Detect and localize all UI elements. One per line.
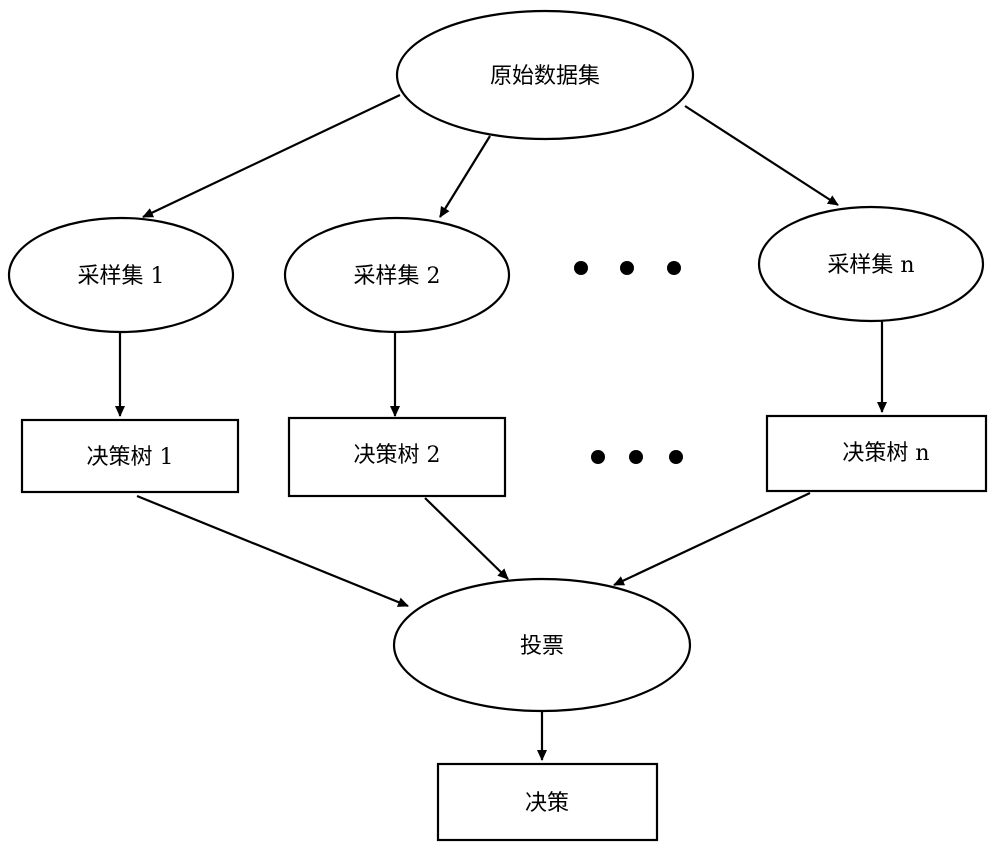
sample-ellipsis-dot <box>620 261 634 275</box>
sample-ellipsis <box>574 261 681 275</box>
sample-1-label: 采样集 1 <box>78 264 165 289</box>
edge-tree-1-to-vote <box>136 494 409 608</box>
sample-n-label: 采样集 n <box>827 253 914 278</box>
sample-ellipsis-dot <box>574 261 588 275</box>
edge-root-to-sample-n <box>684 105 839 206</box>
edge-root-to-sample-1 <box>142 94 401 218</box>
vote-label: 投票 <box>520 634 564 659</box>
sample-2-label: 采样集 2 <box>354 264 441 289</box>
tree-2-label: 决策树 2 <box>354 443 441 468</box>
tree-ellipsis-dot <box>591 450 605 464</box>
root-node: 原始数据集 <box>395 9 695 141</box>
decision-label: 决策 <box>525 791 569 816</box>
edges <box>115 94 887 761</box>
tree-1-label: 决策树 1 <box>87 445 174 470</box>
tree-node-1: 决策树 1 <box>20 418 240 494</box>
vote-ellipse <box>392 577 692 713</box>
tree-node-n: 决策树 n <box>765 414 988 493</box>
root-label: 原始数据集 <box>490 64 600 89</box>
edge-tree-n-to-vote <box>613 492 811 586</box>
decision-box <box>436 762 659 842</box>
decision-node: 决策 <box>436 762 659 842</box>
tree-node-2: 决策树 2 <box>287 416 507 498</box>
edge-tree-2-to-vote <box>424 497 509 580</box>
tree-2-box <box>287 416 507 498</box>
sample-node-n: 采样集 n <box>757 205 985 323</box>
edge-root-to-sample-2 <box>439 135 491 218</box>
tree-ellipsis <box>591 450 683 464</box>
sample-ellipsis-dot <box>667 261 681 275</box>
sample-1-ellipse <box>7 216 235 334</box>
vote-node: 投票 <box>392 577 692 713</box>
tree-ellipsis-dot <box>629 450 643 464</box>
sample-node-2: 采样集 2 <box>283 216 511 334</box>
sample-node-1: 采样集 1 <box>7 216 235 334</box>
tree-n-label: 决策树 n <box>842 441 929 466</box>
tree-1-box <box>20 418 240 494</box>
root-ellipse <box>395 9 695 141</box>
tree-n-box <box>765 414 988 493</box>
sample-2-ellipse <box>283 216 511 334</box>
sample-n-ellipse <box>757 205 985 323</box>
tree-ellipsis-dot <box>669 450 683 464</box>
